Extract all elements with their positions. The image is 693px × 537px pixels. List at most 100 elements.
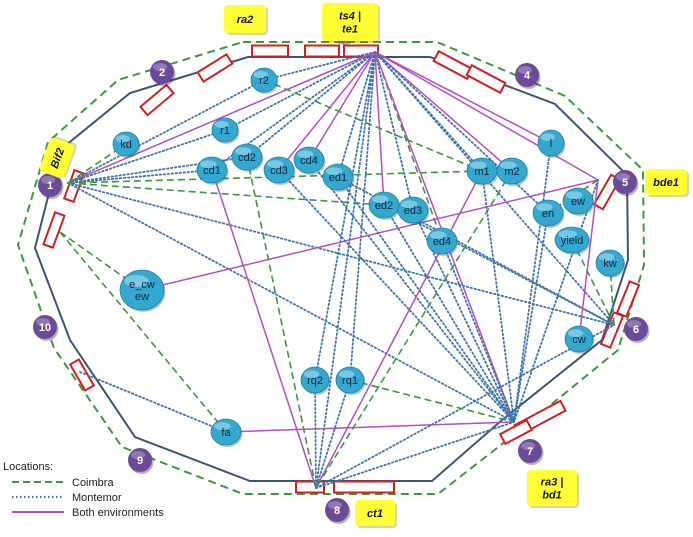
edge-m3-en [374,51,549,214]
tag-ts4te1: ts4 |te1 [322,3,380,43]
node-label: ew [571,196,585,208]
node-label: ew [135,291,149,303]
node-cd1: cd1 [196,156,229,185]
edge-cd3-m7 [278,169,515,423]
interval-marker [304,44,340,58]
node-m2: m2 [496,157,529,186]
edge-m3-m6 [374,51,615,326]
edge-m1a-r1 [67,129,226,184]
position-markers [42,44,641,494]
tag-label: te1 [342,24,358,36]
edge-en-m7 [513,212,549,423]
node-label: en [542,208,554,220]
edge-m3-ed3 [374,51,414,211]
edge-m3-r1 [224,51,376,131]
tag-label: ts4 | [339,11,361,23]
outer-outline [16,41,646,495]
edge-ed2-m6 [383,204,615,326]
edge-cd1-m8 [211,169,317,489]
tag-bif2: Bif2 [39,136,77,179]
node-cd2: cd2 [231,143,264,172]
position-label: 9 [137,455,143,467]
node-label: r2 [259,75,269,87]
node-ew: ew [562,187,595,216]
edge-m3-l [374,51,552,144]
node-label: ed1 [329,172,347,184]
edge-rq1-m7 [349,379,515,423]
tag-ct1: ct1 [355,500,397,528]
tag-label: ct1 [367,508,383,520]
edge-m5-m7 [513,179,599,423]
node-label: cd4 [300,155,318,167]
edge-m5-cw [578,179,599,340]
position-10: 10 [33,315,59,341]
node-label: m1 [474,166,489,178]
edge-m1a-r2 [67,79,265,184]
node-r2: r2 [250,67,279,94]
node-label: m2 [504,166,519,178]
legend-label-coimbra: Coimbra [72,477,114,489]
edge-cd2-m8 [246,156,317,489]
edge-m1a-m6 [67,182,615,326]
edge-m3-r2 [263,51,376,81]
edge-m1-m8 [315,170,483,489]
edge-m2-m8 [315,170,513,489]
edge-l-m7 [513,142,552,423]
legend-title: Locations: [3,461,53,473]
node-label: kd [120,139,132,151]
edge-m3-m5 [374,51,599,181]
edge-m8-m6 [315,324,615,489]
position-label: 10 [39,322,51,334]
edge-m3-m2 [374,51,513,172]
node-label: cd3 [270,165,288,177]
edge-m3-cd2 [246,51,376,158]
edge-m8-m7 [315,421,515,489]
interval-marker [295,480,325,494]
edge-fa-m1b [59,231,227,433]
edge-m1a-m1 [67,170,483,184]
node-label: ed2 [375,200,393,212]
edge-cd4-m7 [308,159,515,423]
node-r1: r1 [211,117,240,144]
position-label: 1 [47,180,53,192]
interval-marker [139,83,175,117]
node-label: rq1 [342,375,358,387]
position-9: 9 [128,448,154,474]
edge-m1-m7 [481,170,515,423]
edge-m3-rq2 [314,51,376,381]
node-kw: kw [595,249,626,278]
node-label: ed4 [433,236,451,248]
edge-m1a-ed2 [67,182,385,206]
node-label: rq2 [307,375,323,387]
node-yield: yield [554,226,591,255]
edge-m3-cd4 [308,51,376,161]
edge-m3-cd3 [278,51,376,171]
edge-m1a-cd2 [67,156,248,184]
edge-m3-m1a [67,51,376,184]
node-cd4: cd4 [293,146,326,175]
position-label: 4 [524,70,531,82]
position-2: 2 [150,60,176,86]
node-rq2: rq2 [300,366,331,395]
node-label: cd1 [203,165,221,177]
legend-label-montemor: Montemor [72,492,122,504]
edge-ed4-m7 [441,240,515,423]
edge-ed2-m7 [383,204,515,423]
tag-label: bd1 [542,490,562,502]
node-label: cw [572,334,586,346]
position-label: 5 [622,177,628,189]
node-fa: fa [210,418,243,447]
edge-yield-m6 [571,239,615,326]
position-1: 1 [38,173,64,199]
tag-label: ra2 [237,14,254,26]
tag-label: bde1 [653,177,679,189]
position-6: 6 [624,317,650,343]
node-label: e_cw [129,279,155,291]
edge-ecw-m5 [141,179,599,291]
tag-ra2: ra2 [224,5,268,35]
edge-r2-m1 [263,79,483,172]
